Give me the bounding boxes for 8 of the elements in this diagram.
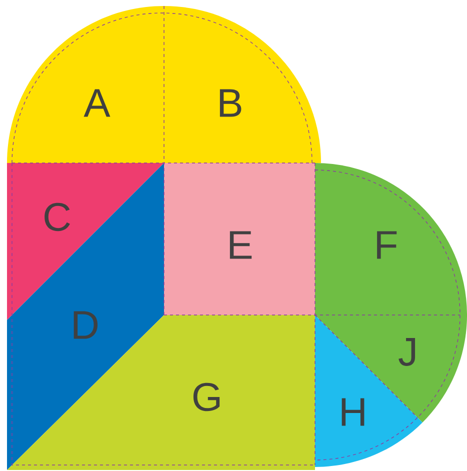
puzzle-piece: F [315, 163, 467, 315]
node-label: A [84, 89, 110, 117]
node-label: J [398, 338, 416, 366]
node-label: F [377, 231, 397, 259]
puzzle-piece: A [7, 6, 164, 163]
puzzle-piece: B [164, 6, 321, 163]
node-label: B [220, 89, 242, 117]
puzzle-piece: E [164, 163, 315, 315]
